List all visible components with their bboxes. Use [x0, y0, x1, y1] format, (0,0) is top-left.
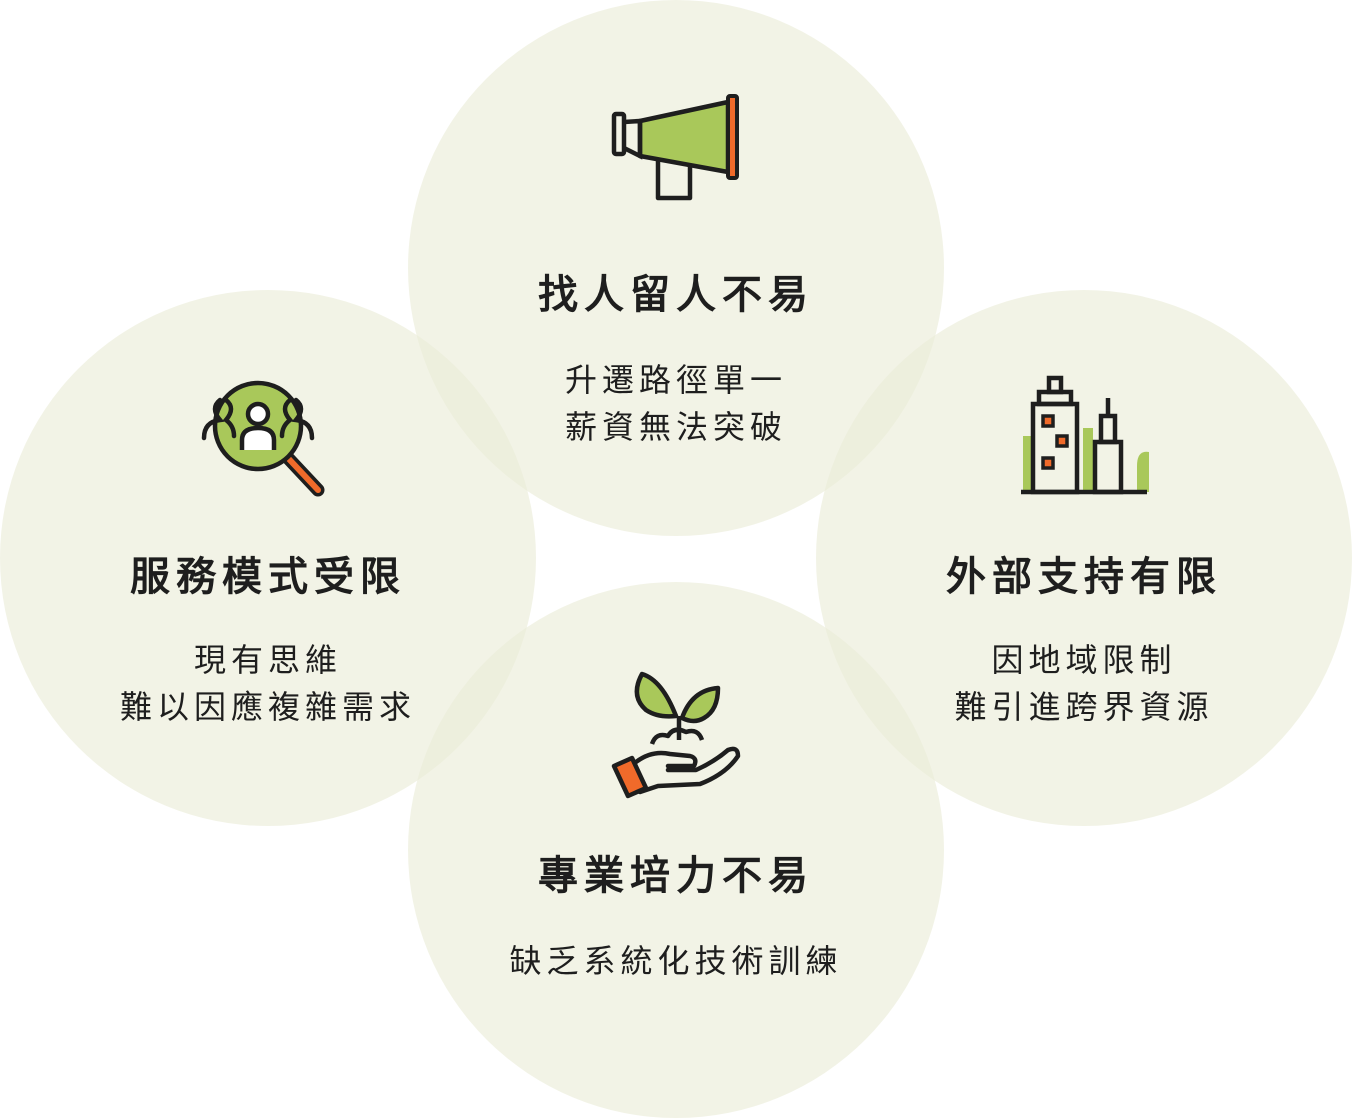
desc-left-line-1: 現有思維: [193, 641, 342, 679]
desc-bottom-line-1: 缺乏系統化技術訓練: [509, 942, 843, 980]
title-right: 外部支持有限: [946, 554, 1222, 600]
desc-bottom: 缺乏系統化技術訓練: [408, 938, 944, 985]
desc-left: 現有思維 難以因應複雜需求: [0, 637, 536, 731]
item-top: 找人留人不易 升遷路徑單一 薪資無法突破: [408, 0, 944, 536]
desc-top-line-2: 薪資無法突破: [564, 408, 787, 446]
people-search-icon: [201, 380, 325, 497]
title-top: 找人留人不易: [538, 272, 814, 318]
megaphone-icon: [611, 94, 739, 201]
desc-right: 因地域限制 難引進跨界資源: [816, 637, 1352, 731]
desc-top: 升遷路徑單一 薪資無法突破: [408, 357, 944, 451]
title-left: 服務模式受限: [130, 554, 406, 600]
item-right: 外部支持有限 因地域限制 難引進跨界資源: [816, 290, 1352, 826]
desc-right-line-2: 難引進跨界資源: [954, 688, 1214, 726]
city-buildings-icon: [1021, 375, 1149, 495]
desc-right-line-1: 因地域限制: [991, 641, 1177, 679]
desc-left-line-2: 難以因應複雜需求: [119, 688, 416, 726]
item-bottom: 專業培力不易 缺乏系統化技術訓練: [408, 582, 944, 1118]
item-left: 服務模式受限 現有思維 難以因應複雜需求: [0, 290, 536, 826]
desc-top-line-1: 升遷路徑單一: [564, 361, 787, 399]
circle-bottom: [408, 582, 944, 1118]
hand-sprout-icon: [611, 671, 741, 799]
title-bottom: 專業培力不易: [538, 853, 814, 899]
